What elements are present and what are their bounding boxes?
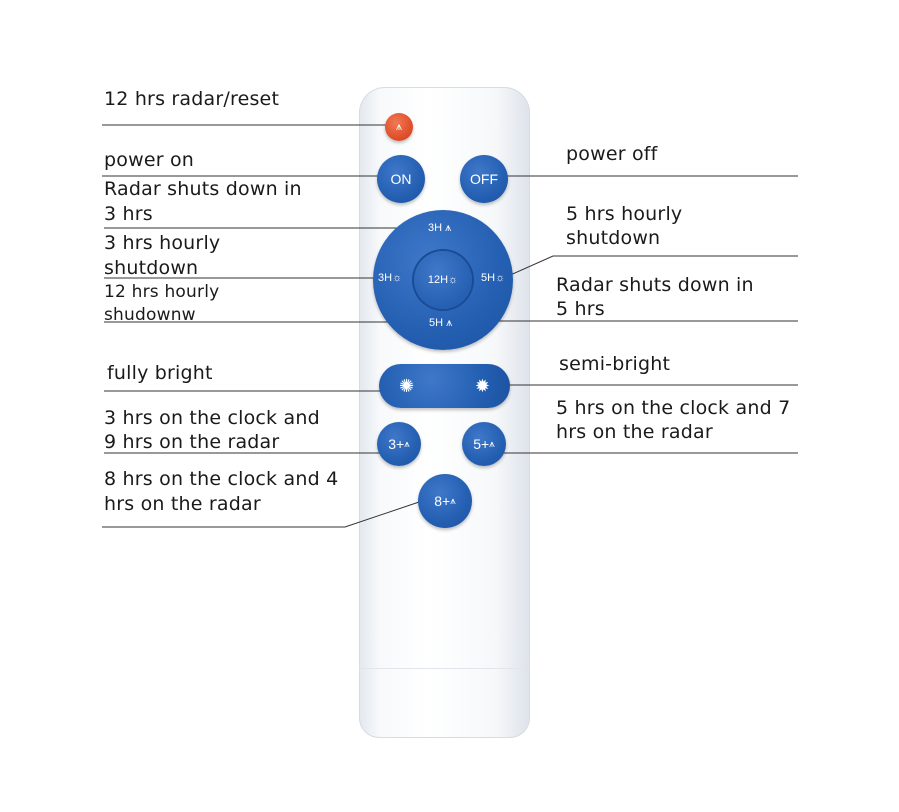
dpad-center-label: 12H [427, 274, 449, 286]
label-semi-bright: semi-bright [559, 353, 671, 375]
sun-icon: ☼ [448, 274, 459, 286]
label-power-on: power on [104, 149, 195, 171]
radar-icon: ⩚ [442, 222, 452, 234]
combo-8-button[interactable]: 8+⩚ [418, 474, 472, 528]
dpad-right-5h[interactable]: 5H☼ [481, 272, 506, 284]
off-button-label: OFF [470, 171, 498, 187]
combo-5-button[interactable]: 5+⩚ [462, 422, 506, 466]
label-radar-reset: 12 hrs radar/reset [104, 88, 280, 110]
label-radar-3h-line2: 3 hrs [104, 203, 153, 225]
full-brightness-icon[interactable]: ✺ [399, 375, 415, 396]
leader-5h-right [507, 255, 798, 277]
on-button[interactable]: ON [377, 155, 425, 203]
radar-reset-button[interactable]: ⩚ [385, 113, 413, 141]
on-button-label: ON [390, 171, 412, 187]
label-clock3-line2: 9 hrs on the radar [104, 431, 280, 453]
label-clock5-line1: 5 hrs on the clock and 7 [556, 397, 791, 419]
combo-3-label: 3+ [388, 436, 405, 452]
semi-brightness-icon[interactable]: ✹ [474, 375, 490, 396]
label-clock5-line2: hrs on the radar [556, 421, 713, 443]
label-hourly-5h-line2: shutdown [566, 227, 661, 249]
label-hourly-5h-line1: 5 hrs hourly [566, 203, 683, 225]
battery-cover [359, 668, 530, 739]
label-hourly-3h-line2: shutdown [104, 257, 199, 279]
label-radar-3h-line1: Radar shuts down in [104, 178, 302, 200]
radar-icon: ⩚ [395, 120, 403, 133]
radar-icon: ⩚ [450, 495, 456, 507]
off-button[interactable]: OFF [460, 155, 508, 203]
label-radar-5h-line2: 5 hrs [556, 298, 605, 320]
radar-icon: ⩚ [443, 317, 453, 329]
combo-3-button[interactable]: 3+⩚ [377, 422, 421, 466]
label-radar-5h-line1: Radar shuts down in [556, 274, 754, 296]
dpad-top-3h[interactable]: 3H ⩚ [428, 222, 452, 234]
label-hourly-12h-line2: shudownw [104, 305, 196, 325]
combo-8-label: 8+ [434, 493, 451, 509]
label-hourly-3h-line1: 3 hrs hourly [104, 232, 221, 254]
label-power-off: power off [566, 143, 658, 165]
dpad-center-12h[interactable]: 12H☼ [414, 251, 472, 309]
brightness-bar: ✺ ✹ [379, 364, 510, 408]
sun-icon: ☼ [392, 272, 403, 284]
dpad-left-3h[interactable]: 3H☼ [378, 272, 403, 284]
label-clock8-line1: 8 hrs on the clock and 4 [104, 468, 339, 490]
label-hourly-12h-line1: 12 hrs hourly [104, 282, 220, 302]
radar-icon: ⩚ [404, 438, 410, 450]
label-fully-bright: fully bright [107, 362, 213, 384]
radar-icon: ⩚ [489, 438, 495, 450]
leader-8plus [102, 499, 426, 528]
label-clock8-line2: hrs on the radar [104, 493, 261, 515]
combo-5-label: 5+ [473, 436, 490, 452]
label-clock3-line1: 3 hrs on the clock and [104, 407, 320, 429]
sun-icon: ☼ [495, 272, 506, 284]
dpad-bottom-5h[interactable]: 5H ⩚ [429, 317, 453, 329]
